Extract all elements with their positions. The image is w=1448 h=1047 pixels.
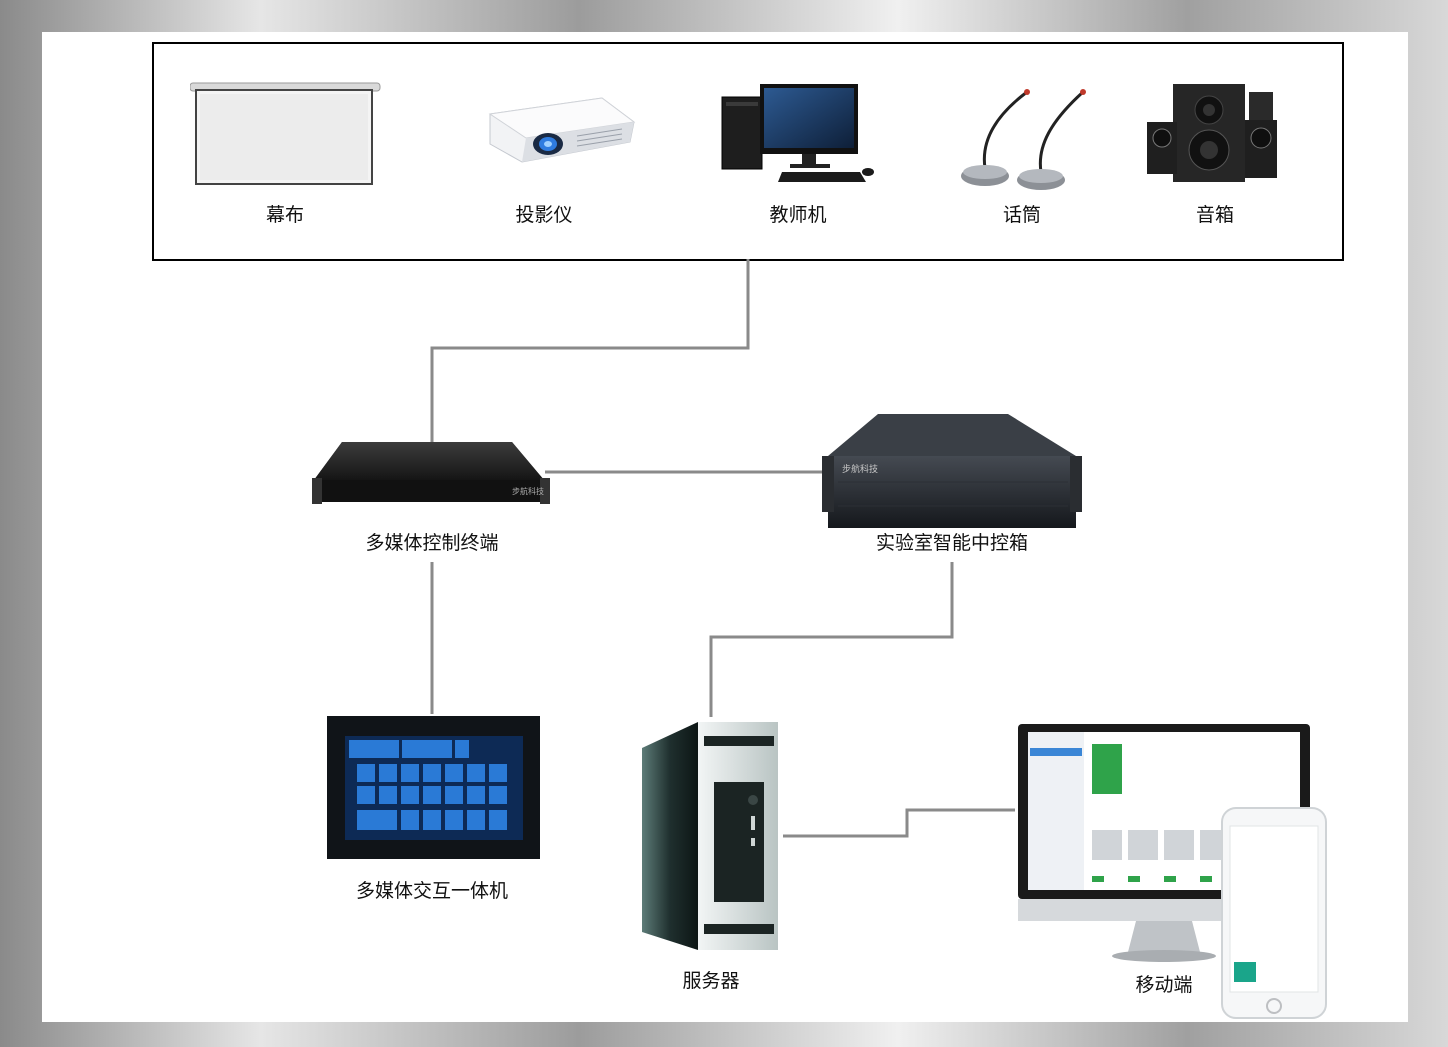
lab-control-box-label: 实验室智能中控箱	[875, 532, 1029, 554]
rack-control-box-icon: 步航科技	[822, 414, 1082, 528]
screen-label: 幕布	[265, 204, 305, 226]
microphone-icon	[961, 89, 1086, 190]
projector-label: 投影仪	[515, 204, 573, 226]
line-server-to-mobile	[783, 808, 1015, 838]
rack-terminal-icon: 步航科技	[312, 442, 550, 504]
speaker-icon	[1147, 84, 1277, 182]
teacher-pc-label: 教师机	[769, 204, 827, 226]
projection-screen-icon	[190, 82, 381, 185]
server-label: 服务器	[682, 970, 740, 992]
mobile-label: 移动端	[1135, 974, 1193, 996]
speaker-label: 音箱	[1195, 204, 1235, 226]
microphone-label: 话筒	[1002, 204, 1042, 226]
projector-icon	[488, 97, 636, 163]
control-box-brand-text: 步航科技	[842, 463, 878, 475]
interactive-panel-icon	[327, 716, 540, 859]
terminal-brand-text: 步航科技	[512, 486, 544, 496]
line-controlbox-to-server	[709, 562, 954, 717]
multimedia-terminal-label: 多媒体控制终端	[365, 532, 499, 554]
desktop-computer-icon	[721, 84, 874, 182]
server-tower-icon	[642, 722, 778, 950]
monitor-and-phone-icon	[1018, 724, 1327, 1019]
interactive-panel-label: 多媒体交互一体机	[355, 880, 509, 902]
line-devices-to-terminal	[430, 259, 750, 445]
